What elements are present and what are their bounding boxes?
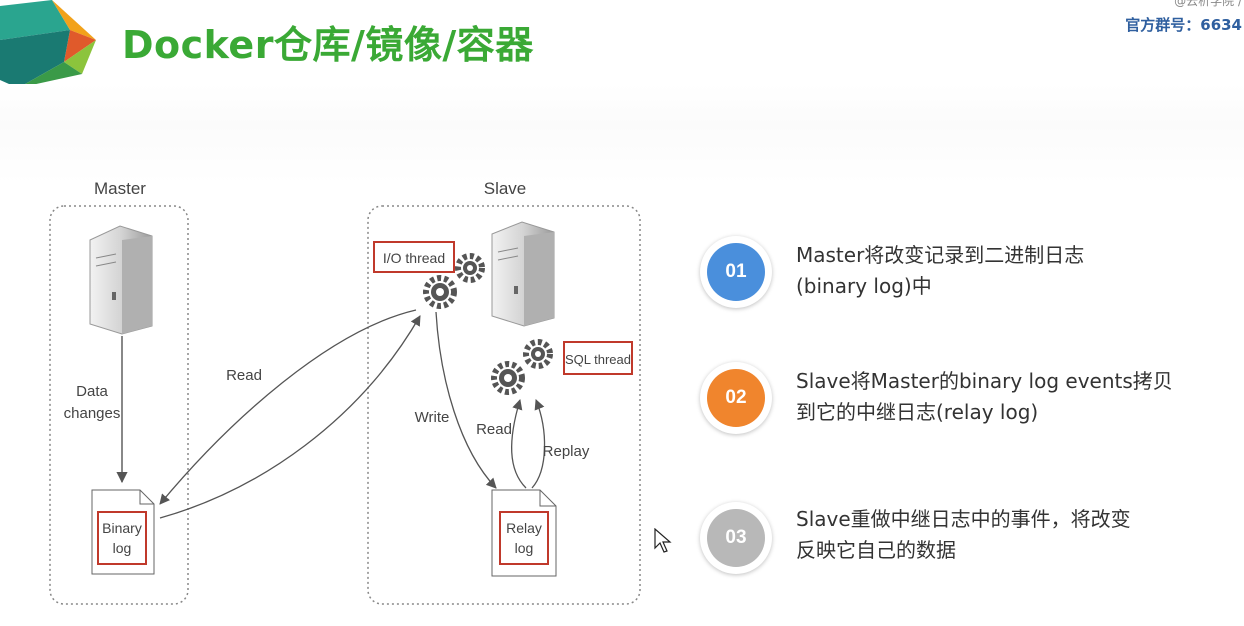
page-title: Docker仓库/镜像/容器 — [122, 23, 534, 67]
io-thread-label: I/O thread — [383, 250, 445, 266]
sql-thread-gear-icon — [491, 339, 553, 395]
replication-diagram: Master Slave Data changes Binary log Rea… — [49, 179, 641, 605]
slave-label: Slave — [484, 179, 527, 198]
background-band — [0, 84, 1244, 184]
mouse-cursor-icon — [654, 528, 672, 553]
step-1-text: Master将改变记录到二进制日志 (binary log)中 — [796, 240, 1236, 302]
logo-icon — [0, 0, 96, 88]
data-changes-label: Data — [76, 383, 108, 400]
master-server-icon — [89, 225, 153, 335]
write-arrow — [435, 311, 497, 489]
step-2-badge: 02 — [700, 362, 772, 434]
sql-thread-box — [563, 341, 633, 375]
sql-read-arrow — [511, 399, 527, 489]
binary-log-document: Binary log — [91, 489, 155, 575]
relay-log-label: log — [515, 540, 534, 556]
slave-panel — [367, 205, 641, 605]
relay-log-label: Relay — [506, 520, 542, 536]
step-3-line: 反映它自己的数据 — [796, 538, 956, 562]
io-thread-gear-icon — [423, 253, 485, 309]
step-2-line: Slave将Master的binary log events拷贝 — [796, 369, 1173, 393]
write-label: Write — [415, 409, 450, 426]
step-1-number: 01 — [707, 243, 765, 301]
relay-log-document: Relay log — [491, 489, 557, 577]
slave-server-icon — [491, 221, 555, 327]
step-1-badge: 01 — [700, 236, 772, 308]
step-2-line: 到它的中继日志(relay log) — [796, 400, 1039, 424]
step-2-number: 02 — [707, 369, 765, 427]
read-curve-arrow — [159, 309, 417, 505]
step-3-number: 03 — [707, 509, 765, 567]
data-changes-label: changes — [64, 405, 121, 422]
master-label: Master — [94, 179, 146, 198]
group-number-text: 官方群号：6634 — [1125, 16, 1242, 34]
step-3-badge: 03 — [700, 502, 772, 574]
replay-label: Replay — [543, 443, 590, 460]
step-2-text: Slave将Master的binary log events拷贝 到它的中继日志… — [796, 366, 1236, 428]
binary-log-label: Binary — [102, 520, 142, 536]
binary-log-label: log — [113, 540, 132, 556]
step-3-text: Slave重做中继日志中的事件，将改变 反映它自己的数据 — [796, 504, 1236, 566]
sql-read-label: Read — [476, 421, 512, 438]
step-1-line: (binary log)中 — [796, 274, 932, 298]
watermark-text: @云析学院 / — [1174, 0, 1242, 8]
step-3-line: Slave重做中继日志中的事件，将改变 — [796, 507, 1131, 531]
io-thread-box — [373, 241, 455, 273]
read-label: Read — [226, 367, 262, 384]
read-curve-arrow — [159, 315, 421, 519]
sql-thread-label: SQL thread — [565, 352, 631, 367]
replay-arrow — [531, 399, 546, 489]
step-1-line: Master将改变记录到二进制日志 — [796, 243, 1085, 267]
